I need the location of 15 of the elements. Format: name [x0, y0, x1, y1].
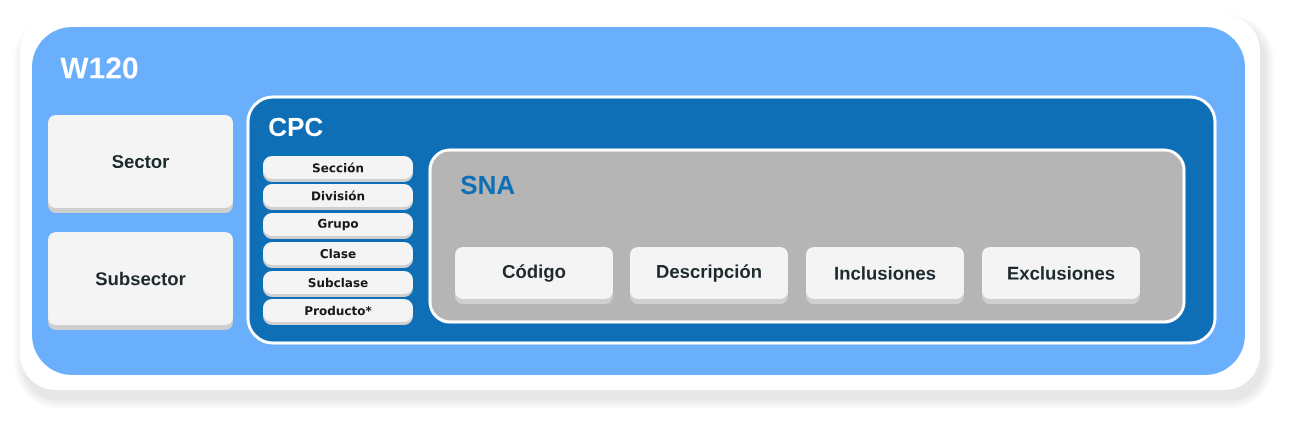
pill-label: Sección [263, 156, 413, 182]
label-box: Exclusiones [982, 247, 1140, 304]
pill-label: Subclase [263, 271, 413, 297]
label-box: Subsector [48, 232, 233, 330]
label-box: Sector [48, 115, 233, 213]
pill-label: Grupo [263, 213, 413, 239]
panel-title: W120 [60, 57, 138, 79]
pill-label: Producto* [263, 299, 413, 325]
panel-title: CPC [269, 117, 323, 137]
label-box: Inclusiones [806, 247, 964, 304]
pill-label: División [263, 184, 413, 210]
pill-label: Clase [263, 242, 413, 268]
label-box: Descripción [630, 247, 788, 304]
label-box: Código [455, 247, 613, 304]
panel-title: SNA [461, 175, 515, 195]
